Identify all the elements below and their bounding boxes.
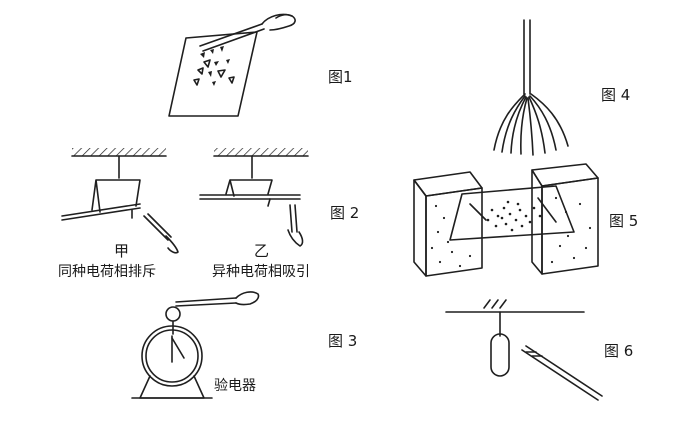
electroscope-window [145, 329, 199, 383]
figure-1-label: 图1 [328, 68, 353, 86]
spreading-strands [493, 93, 569, 156]
rod-fig6 [521, 349, 599, 401]
mark-yi: 乙 [254, 242, 269, 260]
charged-rod [199, 23, 263, 47]
glass-plate [449, 185, 575, 241]
figure-6: 图 6 [445, 299, 633, 401]
hand-right-icon [287, 229, 304, 247]
figure-2: 甲 同种电荷相排斥 乙 异种电荷相吸引 图 2 [58, 148, 359, 280]
rod-fig3 [175, 297, 237, 303]
hand-left-icon [165, 235, 179, 254]
block-right-side [531, 169, 543, 275]
stirrup-left [91, 179, 141, 213]
stirrup-right [225, 179, 273, 197]
suspended-rod-left [61, 203, 141, 217]
hand-finger [275, 13, 293, 19]
block-left-front [425, 187, 483, 277]
electroscope-leaf [171, 337, 185, 359]
hand-fig3-icon [235, 291, 260, 306]
block-left-side [413, 179, 427, 277]
suspended-pith-ball [490, 333, 510, 377]
electroscope-case [141, 325, 203, 387]
figure-6-label: 图 6 [604, 342, 633, 360]
paper-bits [193, 46, 235, 86]
caption-electroscope: 验电器 [214, 378, 256, 394]
paper-sheet [168, 31, 258, 117]
mark-jia: 甲 [114, 242, 129, 260]
charged-rod-edge [202, 28, 265, 52]
electroscope-knob [165, 306, 181, 322]
figure-5-label: 图 5 [609, 212, 638, 230]
caption-attract: 异种电荷相吸引 [212, 264, 310, 280]
figure-3: 图 3 验电器 [131, 291, 357, 399]
sand-particles [430, 196, 592, 268]
ceiling-left [72, 148, 166, 156]
figure-2-label: 图 2 [330, 204, 359, 222]
hand-icon [261, 13, 296, 31]
approaching-rod-right [289, 204, 293, 233]
block-right-front [541, 177, 599, 275]
figure-4: 图 4 [493, 19, 630, 156]
ceiling-right [214, 148, 308, 156]
caption-repel: 同种电荷相排斥 [58, 264, 156, 280]
figure-1: 图1 [168, 13, 353, 117]
figure-5: 图 5 [413, 163, 638, 277]
figure-4-label: 图 4 [601, 86, 630, 104]
approaching-rod-left [143, 215, 169, 241]
figure-3-label: 图 3 [328, 332, 357, 350]
electroscope-base [139, 375, 205, 399]
